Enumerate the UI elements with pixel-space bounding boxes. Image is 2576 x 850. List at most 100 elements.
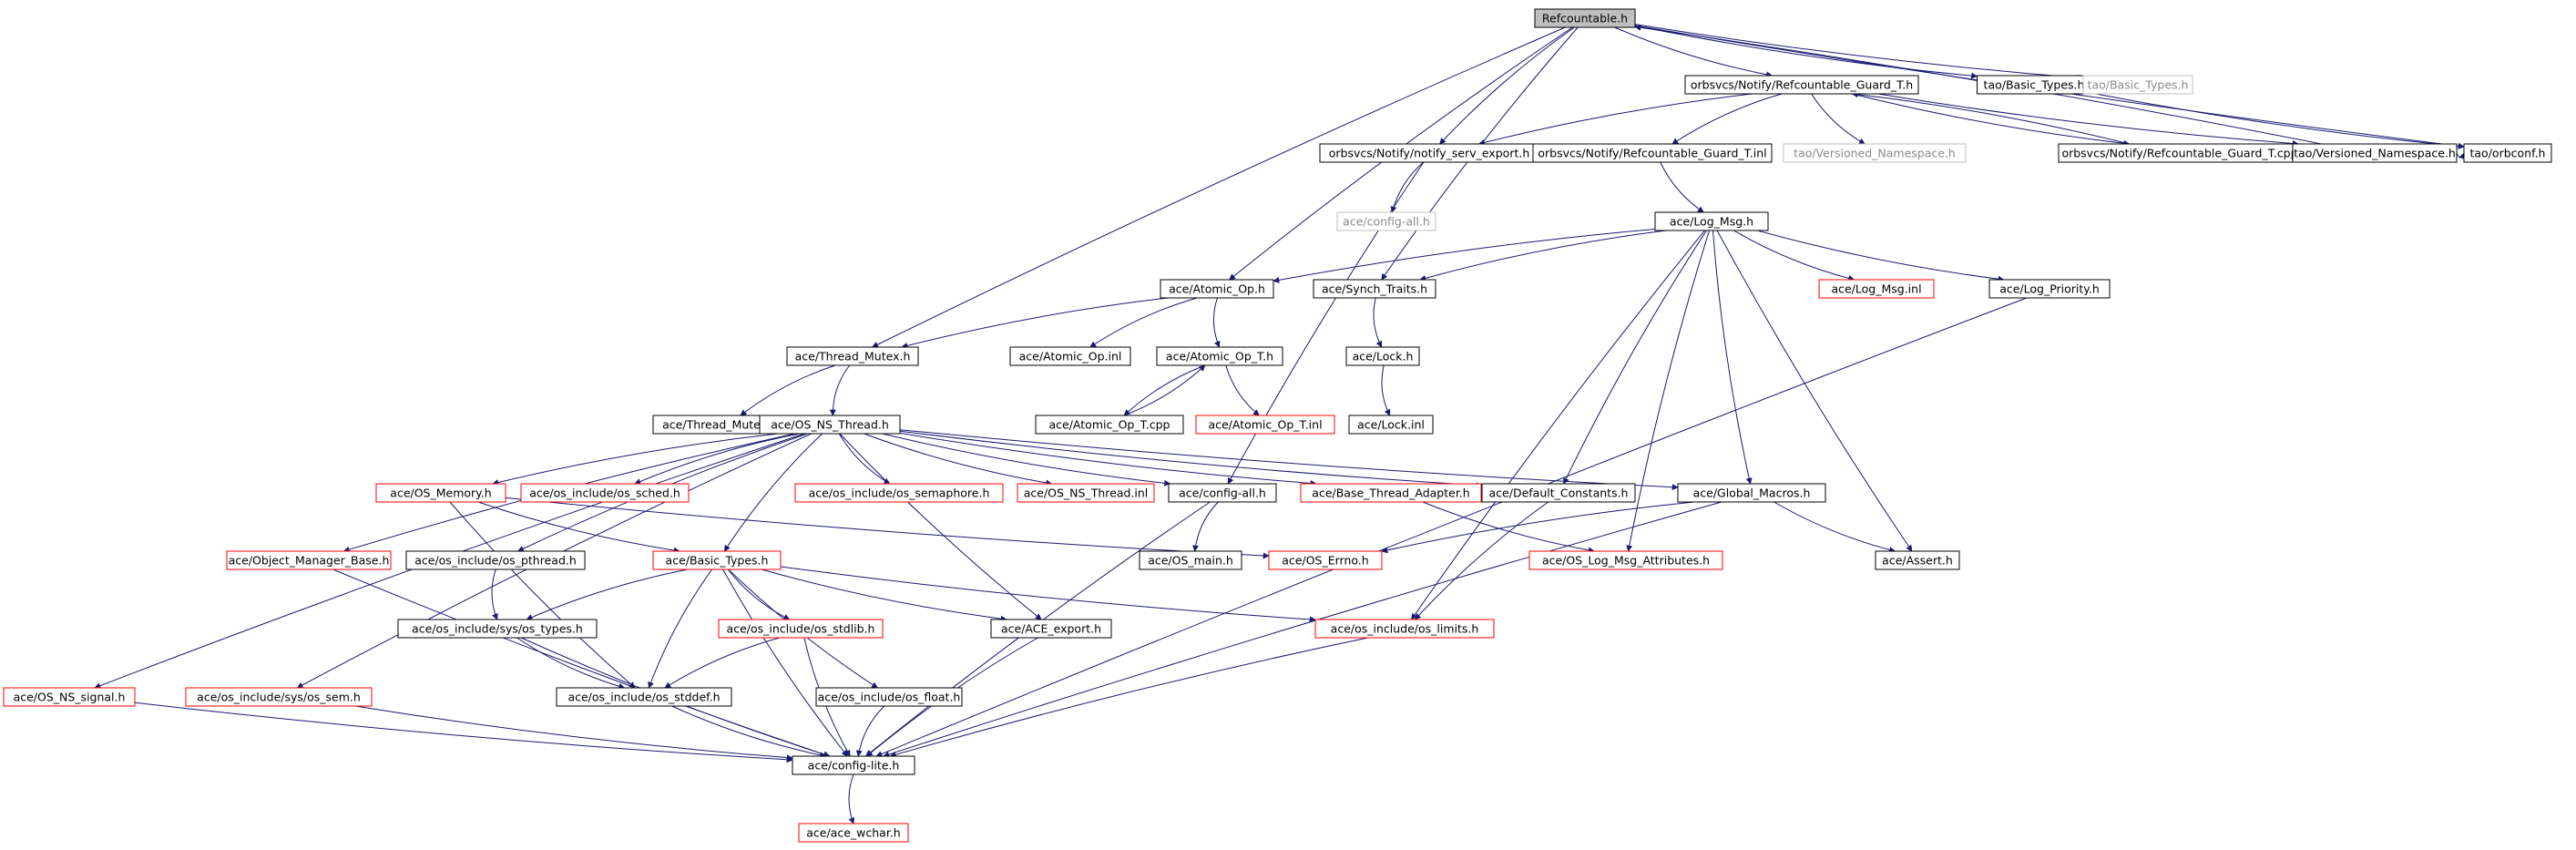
node-label-nssignal: ace/OS_NS_signal.h [14, 691, 126, 704]
node-guard_inl[interactable]: orbsvcs/Notify/Refcountable_Guard_T.inl [1532, 143, 1773, 163]
node-label-globmac: ace/Global_Macros.h [1693, 486, 1811, 500]
node-export[interactable]: orbsvcs/Notify/notify_serv_export.h [1319, 143, 1539, 163]
node-stdlib[interactable]: ace/os_include/os_stdlib.h [718, 619, 884, 639]
node-label-errno: ace/OS_Errno.h [1282, 554, 1368, 568]
node-thrmutex[interactable]: ace/Thread_Mutex.h [786, 346, 919, 366]
node-tao_vn[interactable]: tao/Versioned_Namespace.h [2292, 143, 2458, 163]
edge-logmsg-to-logattr [1626, 230, 1710, 552]
node-basictypes[interactable]: ace/Basic_Types.h [652, 550, 782, 570]
node-guard_cpp[interactable]: orbsvcs/Notify/Refcountable_Guard_T.cpp [2058, 143, 2302, 163]
node-label-nsthr_inl: ace/OS_NS_Thread.inl [1024, 486, 1149, 500]
edge-syssem-to-cfglite [355, 705, 793, 762]
node-atomic_t_cpp[interactable]: ace/Atomic_Op_T.cpp [1035, 415, 1184, 435]
edge-osmem-to-errno [505, 497, 1270, 559]
node-box-atomic_inl [1009, 346, 1131, 366]
node-logmsg_inl[interactable]: ace/Log_Msg.inl [1818, 279, 1935, 299]
node-box-logattr [1528, 550, 1723, 570]
node-tao_bt[interactable]: tao/Basic_Types.h [1977, 75, 2091, 95]
edge-guard_cpp-to-guard [1851, 91, 2130, 145]
node-cfgall_u[interactable]: ace/config-all.h [1336, 211, 1436, 231]
edge-guard_inl-to-logmsg [1660, 161, 1704, 213]
edge-guard-to-export [1477, 93, 1753, 146]
node-guard[interactable]: orbsvcs/Notify/Refcountable_Guard_T.h [1684, 75, 1919, 95]
node-logattr[interactable]: ace/OS_Log_Msg_Attributes.h [1528, 550, 1723, 570]
node-systypes[interactable]: ace/os_include/sys/os_types.h [397, 619, 598, 639]
node-label-osmem: ace/OS_Memory.h [390, 486, 491, 500]
node-cfgall[interactable]: ace/config-all.h [1168, 483, 1277, 503]
node-label-guard_cpp: orbsvcs/Notify/Refcountable_Guard_T.cpp [2061, 147, 2297, 160]
node-box-logprio [1988, 279, 2111, 299]
node-nssignal[interactable]: ace/OS_NS_signal.h [3, 687, 136, 707]
node-label-cfgall_u: ace/config-all.h [1343, 215, 1430, 229]
node-label-root: Refcountable.h [1542, 12, 1628, 26]
node-atomic_t[interactable]: ace/Atomic_Op_T.h [1156, 346, 1283, 366]
node-nsthread[interactable]: ace/OS_NS_Thread.h [759, 415, 901, 435]
edge-synch-to-lock [1373, 297, 1383, 348]
edge-globmac-to-cfglite [883, 501, 1722, 758]
node-osmem[interactable]: ace/OS_Memory.h [375, 483, 506, 503]
edge-atomic_t-to-atomic_t_cpp [1123, 364, 1206, 416]
node-label-logattr: ace/OS_Log_Msg_Attributes.h [1542, 554, 1710, 568]
node-box-syssem [185, 687, 373, 707]
node-objmgr[interactable]: ace/Object_Manager_Base.h [226, 550, 392, 570]
node-label-tao_bt_u: tao/Basic_Types.h [2088, 78, 2189, 92]
node-label-tao_bt: tao/Basic_Types.h [1984, 78, 2085, 92]
edge-thrmutex-to-thrmutex_inl [740, 364, 836, 416]
node-errno[interactable]: ace/OS_Errno.h [1268, 550, 1383, 570]
node-assert[interactable]: ace/Assert.h [1875, 550, 1960, 570]
node-label-logmsg: ace/Log_Msg.h [1670, 215, 1753, 229]
node-nsthr_inl[interactable]: ace/OS_NS_Thread.inl [1017, 483, 1155, 503]
node-stddef[interactable]: ace/os_include/os_stddef.h [556, 687, 732, 707]
edge-logmsg-to-atomic [1273, 228, 1656, 283]
node-lock[interactable]: ace/Lock.h [1345, 346, 1420, 366]
node-syssem[interactable]: ace/os_include/sys/os_sem.h [185, 687, 373, 707]
node-label-cfgall: ace/config-all.h [1179, 486, 1266, 500]
edge-systypes-to-stddef [516, 637, 626, 690]
node-label-systypes: ace/os_include/sys/os_types.h [412, 622, 583, 636]
node-atomic_inl[interactable]: ace/Atomic_Op.inl [1009, 346, 1131, 366]
node-logmsg[interactable]: ace/Log_Msg.h [1654, 211, 1769, 231]
node-pthread[interactable]: ace/os_include/os_pthread.h [405, 550, 586, 570]
edge-basictypes-to-stdlib [727, 568, 791, 620]
node-tao_vn_u[interactable]: tao/Versioned_Namespace.h [1783, 143, 1967, 163]
edge-nsthread-to-basictypes [723, 433, 823, 552]
node-wchar[interactable]: ace/ace_wchar.h [798, 823, 909, 843]
node-limits[interactable]: ace/os_include/os_limits.h [1314, 619, 1495, 639]
edge-logmsg-to-logprio [1757, 230, 2005, 282]
node-tao_bt_u[interactable]: tao/Basic_Types.h [2082, 75, 2193, 95]
node-label-atomic_t_cpp: ace/Atomic_Op_T.cpp [1049, 418, 1170, 432]
node-box-atomic_t_cpp [1035, 415, 1184, 435]
node-cfglite[interactable]: ace/config-lite.h [792, 755, 915, 775]
edge-osmem-to-basictypes [477, 501, 680, 554]
node-label-logprio: ace/Log_Priority.h [1999, 282, 2100, 296]
node-orbconf[interactable]: tao/orbconf.h [2463, 143, 2552, 163]
node-defconst[interactable]: ace/Default_Constants.h [1481, 483, 1636, 503]
node-box-globmac [1677, 483, 1826, 503]
node-lock_inl[interactable]: ace/Lock.inl [1348, 415, 1434, 435]
node-synch[interactable]: ace/Synch_Traits.h [1313, 279, 1436, 299]
node-sched[interactable]: ace/os_include/os_sched.h [520, 483, 690, 503]
node-bta[interactable]: ace/Base_Thread_Adapter.h [1300, 483, 1482, 503]
node-label-lock_inl: ace/Lock.inl [1357, 418, 1425, 432]
node-atomic_t_inl[interactable]: ace/Atomic_Op_T.inl [1195, 415, 1335, 435]
node-osmain[interactable]: ace/OS_main.h [1139, 550, 1242, 570]
edge-guard-to-tao_vn_u [1811, 93, 1866, 145]
edge-basictypes-to-cfglite [722, 568, 848, 757]
node-aceexport[interactable]: ace/ACE_export.h [990, 619, 1112, 639]
node-label-wchar: ace/ace_wchar.h [806, 826, 900, 840]
node-label-atomic_t: ace/Atomic_Op_T.h [1166, 350, 1273, 364]
node-logprio[interactable]: ace/Log_Priority.h [1988, 279, 2111, 299]
node-globmac[interactable]: ace/Global_Macros.h [1677, 483, 1826, 503]
node-box-thrmutex [786, 346, 919, 366]
node-box-aceexport [990, 619, 1112, 639]
node-float[interactable]: ace/os_include/os_float.h [815, 687, 963, 707]
edge-basictypes-to-systypes [526, 568, 688, 620]
node-label-float: ace/os_include/os_float.h [818, 691, 961, 704]
node-sema[interactable]: ace/os_include/os_semaphore.h [794, 483, 1004, 503]
node-thrmutex_inl[interactable]: ace/Thread_Mutex.inl [652, 415, 794, 435]
node-label-atomic: ace/Atomic_Op.h [1169, 282, 1265, 296]
node-atomic[interactable]: ace/Atomic_Op.h [1160, 279, 1274, 299]
node-root[interactable]: Refcountable.h [1534, 8, 1636, 28]
node-box-tao_bt_u [2082, 75, 2193, 95]
